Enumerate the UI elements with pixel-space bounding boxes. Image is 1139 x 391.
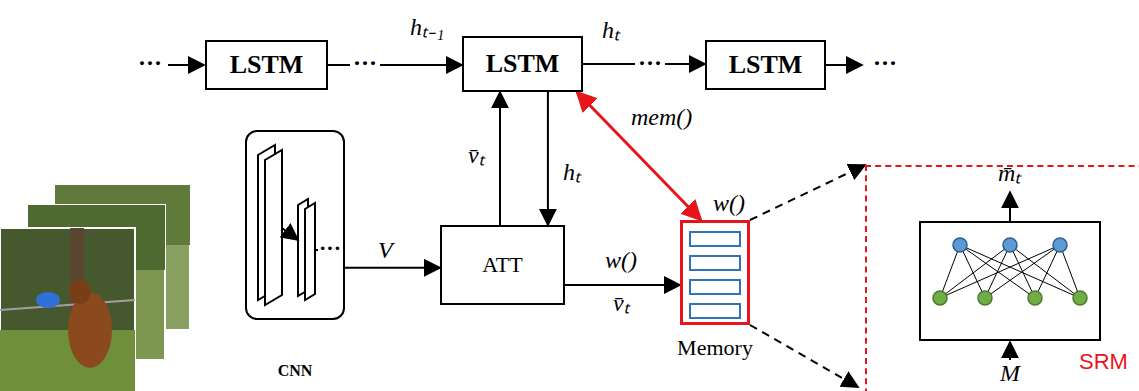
flow-arrow	[328, 64, 462, 66]
srm-region: SRM	[865, 165, 1139, 391]
ellipsis: ···	[138, 50, 162, 76]
srm-network	[920, 192, 1100, 360]
ellipsis: ···	[319, 236, 341, 260]
ellipsis: ···	[635, 50, 665, 76]
flow-arrow	[750, 165, 865, 220]
node-text: LSTM	[729, 51, 803, 80]
flow-arrow	[547, 92, 549, 225]
node-text: SRM	[1079, 350, 1128, 374]
cnn-block: CNN	[245, 130, 345, 320]
edge-label: hₜ	[602, 17, 620, 43]
flow-arrow	[345, 267, 440, 269]
attention-box: ATT	[440, 225, 565, 305]
edge-label: hₜ₋₁	[410, 14, 444, 40]
memory-slots	[690, 232, 740, 318]
edge-label: V	[378, 237, 393, 263]
node-text: LSTM	[486, 50, 560, 79]
chain-arrow	[168, 64, 204, 66]
node-text: ATT	[482, 253, 522, 277]
signal-label: w()	[713, 190, 745, 216]
lstm-cell: LSTM	[205, 40, 328, 90]
ellipsis: ···	[873, 50, 897, 76]
cnn-layers	[258, 145, 318, 305]
memory-box: Memory	[680, 220, 750, 325]
signal-label: v̄ₜ	[613, 290, 630, 316]
zoom-leader	[750, 325, 858, 387]
input-frames	[0, 185, 190, 391]
node-text: CNN	[278, 362, 313, 380]
flow-arrow	[565, 284, 680, 286]
memory-access-arrow	[577, 92, 701, 220]
ellipsis: ···	[350, 50, 380, 76]
edge-label: w()	[605, 247, 637, 273]
node-text: Memory	[677, 336, 753, 360]
edge-label: mem()	[631, 104, 692, 130]
signal-label: m̄ₜ	[998, 160, 1021, 186]
signal-label: M	[1000, 360, 1020, 386]
edge-label: hₜ	[563, 159, 581, 185]
lstm-cell: LSTM	[705, 40, 826, 90]
lstm-cell: LSTM	[462, 36, 583, 92]
edge-label: v̄ₜ	[468, 142, 485, 168]
flow-arrow	[499, 92, 501, 225]
chain-arrow	[826, 64, 862, 66]
node-text: LSTM	[230, 51, 304, 80]
